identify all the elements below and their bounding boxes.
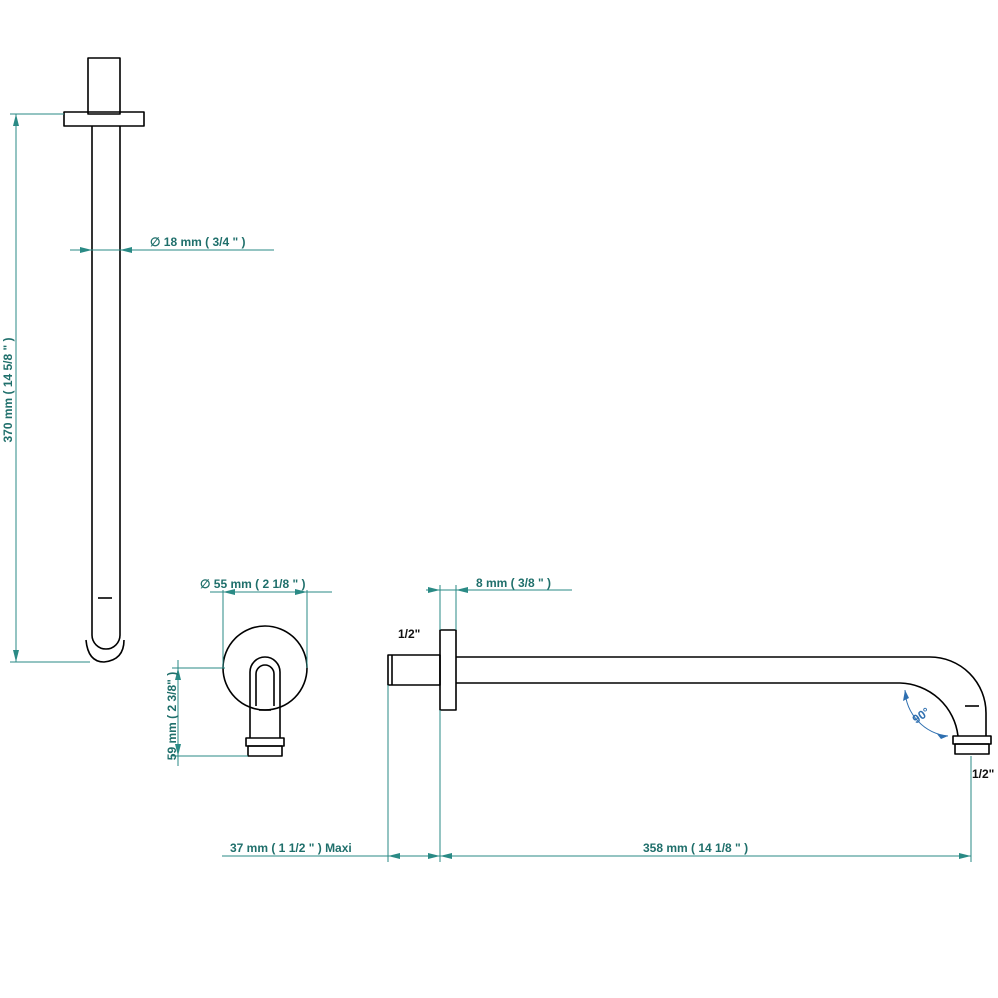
dim-59-label: 59 mm ( 2 3/8" ) bbox=[165, 672, 179, 760]
ceiling-flange bbox=[63, 111, 145, 127]
side-outlet-nut bbox=[952, 735, 992, 745]
front-view bbox=[222, 625, 308, 757]
dim-18-label: ∅ 18 mm ( 3/4 " ) bbox=[150, 235, 246, 249]
outlet-nut bbox=[245, 737, 285, 747]
dim-358: 358 mm ( 14 1/8 " ) bbox=[440, 756, 972, 862]
top-thread-stub bbox=[87, 57, 121, 115]
dim-8-label: 8 mm ( 3/8 " ) bbox=[476, 576, 551, 590]
pipe-end-cap bbox=[91, 634, 121, 650]
dim-55-label: ∅ 55 mm ( 2 1/8 " ) bbox=[200, 577, 306, 591]
angle-label: 90° bbox=[910, 704, 933, 726]
dim-59: 59 mm ( 2 3/8" ) bbox=[165, 660, 248, 766]
wall-flange bbox=[222, 625, 308, 711]
outlet-thread-label: 1/2" bbox=[972, 767, 994, 781]
vertical-arm-view bbox=[63, 57, 145, 663]
angle-90: 90° bbox=[903, 689, 949, 739]
dim-18: ∅ 18 mm ( 3/4 " ) bbox=[70, 235, 274, 253]
bend-outer bbox=[929, 656, 987, 736]
dim-55: ∅ 55 mm ( 2 1/8 " ) bbox=[200, 577, 332, 668]
pipe-end-outer bbox=[85, 639, 125, 663]
side-flange bbox=[439, 629, 457, 711]
dim-8: 8 mm ( 3/8 " ) bbox=[426, 576, 572, 630]
drop-pipe-inner bbox=[255, 664, 275, 706]
dim-37: 37 mm ( 1 1/2 " ) Maxi bbox=[222, 685, 441, 862]
dim-370: 370 mm ( 14 5/8 " ) bbox=[1, 113, 90, 663]
side-view bbox=[387, 629, 992, 755]
dim-370-label: 370 mm ( 14 5/8 " ) bbox=[1, 337, 15, 442]
dim-37-label: 37 mm ( 1 1/2 " ) Maxi bbox=[230, 841, 352, 855]
inlet-thread bbox=[387, 654, 441, 686]
outlet-thread bbox=[247, 745, 283, 757]
bend-inner bbox=[899, 682, 959, 737]
side-outlet-thread bbox=[954, 743, 990, 755]
dim-358-label: 358 mm ( 14 1/8 " ) bbox=[643, 841, 748, 855]
inlet-thread-label: 1/2" bbox=[398, 627, 420, 641]
drop-pipe-outer bbox=[249, 656, 281, 706]
